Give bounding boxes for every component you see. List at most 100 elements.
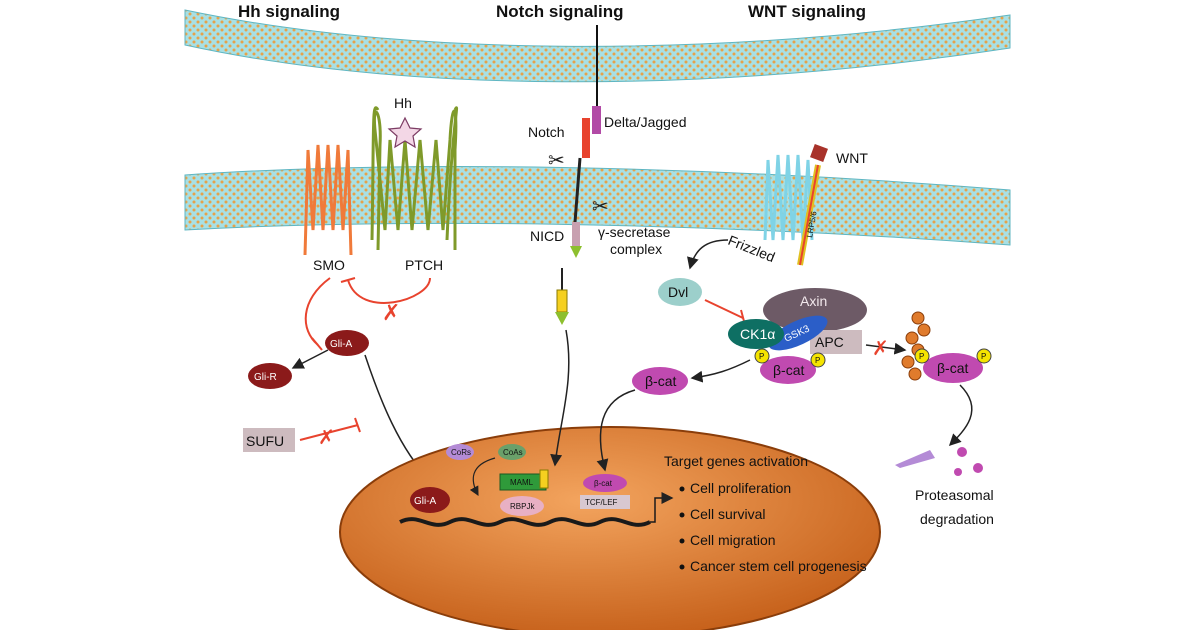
- rbpj-protein: [500, 496, 544, 516]
- proteasomal-label-1: Proteasomal: [915, 487, 994, 503]
- ubiquitin-bead: [901, 355, 915, 369]
- phospho-p2: [810, 352, 826, 368]
- target-bullet: [679, 564, 685, 570]
- nuclear-beta-cat-label: β-cat: [594, 479, 613, 488]
- proteasomal-label-2: degradation: [920, 511, 994, 527]
- sufu-inhibits: [299, 424, 359, 441]
- gamma-secretase-label-2: complex: [610, 241, 662, 257]
- target-item: Cell proliferation: [690, 480, 791, 496]
- notch-receptor-top: [582, 118, 590, 158]
- delta-jagged-label: Delta/Jagged: [604, 114, 687, 130]
- smo-receptor: [303, 144, 353, 256]
- degradation-dot-3: [954, 468, 962, 476]
- complex-beta-cat-label: β-cat: [773, 362, 805, 378]
- target-bullet: [679, 538, 685, 544]
- frizzled-to-dvl-arrow: [687, 239, 729, 270]
- target-item: Cancer stem cell progenesis: [690, 558, 867, 574]
- target-bullet: [679, 486, 685, 492]
- phospho-p1: [754, 348, 770, 364]
- ubiquitin-bead: [908, 367, 922, 381]
- ubiquitin-bead: [911, 311, 925, 325]
- transcription-arrow: [650, 492, 674, 523]
- scissors-icon-2: ✂: [592, 194, 609, 218]
- complex-to-ub-arrow: [865, 342, 907, 355]
- beta-cat-to-nucleus-arrow: [596, 389, 636, 472]
- smo-label: SMO: [313, 257, 345, 273]
- nuclear-beta-cat: [583, 474, 627, 492]
- ubiquitin-bead: [917, 323, 931, 337]
- nicd-fragment: [572, 222, 580, 246]
- tcf-lef-box: [580, 495, 630, 509]
- ck1-label: CK1α: [740, 326, 775, 342]
- ck1-protein: [728, 319, 784, 349]
- nicd-tip-icon: [570, 246, 582, 258]
- hh-label: Hh: [394, 95, 412, 111]
- gli-r-protein: [248, 363, 292, 389]
- phospho-p3-label: P: [919, 352, 924, 361]
- wnt-ligand: [810, 144, 828, 162]
- dvl-protein: [658, 278, 702, 306]
- to-proteasome-arrow: [948, 384, 973, 447]
- cors-protein: [446, 444, 474, 460]
- hh-ligand-star: [387, 116, 423, 149]
- nicd-nuclear: [539, 469, 549, 489]
- targets-title: Target genes activation: [664, 453, 808, 469]
- target-item: Cell migration: [690, 532, 776, 548]
- ptch-label: PTCH: [405, 257, 443, 273]
- free-beta-cat: [632, 367, 688, 395]
- smo-inhibits-glir: [304, 277, 331, 346]
- ub-beta-cat: [923, 353, 983, 383]
- cross-mark-wnt: ✗: [872, 338, 889, 360]
- complex-to-free-beta-cat-arrow: [690, 359, 751, 383]
- dna-strand: [399, 517, 651, 527]
- cross-mark-sufu: ✗: [318, 427, 335, 449]
- nicd-cyto: [556, 289, 568, 313]
- proteasome-fragment: [895, 450, 935, 468]
- gli-r-label: Gli-R: [254, 372, 277, 383]
- nicd-label: NICD: [530, 228, 564, 244]
- axin-label: Axin: [800, 293, 827, 309]
- sufu-label: SUFU: [246, 433, 284, 449]
- dvl-label: Dvl: [668, 284, 688, 300]
- nucleus: [339, 426, 881, 630]
- header-wnt: WNT signaling: [748, 2, 866, 21]
- degradation-dot-1: [957, 447, 967, 457]
- coa-arrow: [469, 457, 496, 497]
- coas-protein: [498, 444, 526, 460]
- free-beta-cat-label: β-cat: [645, 373, 677, 389]
- header-notch: Notch signaling: [496, 2, 624, 21]
- nuclear-gli-a: [410, 487, 450, 513]
- axin-protein: [763, 288, 867, 332]
- gli-a-to-glir-arrow: [291, 349, 329, 369]
- coas-label: CoAs: [503, 448, 523, 457]
- cross-mark-hh: ✗: [382, 300, 400, 325]
- maml-label: MAML: [510, 478, 534, 487]
- outer-membrane: [184, 9, 1011, 83]
- cors-label: CoRs: [451, 448, 471, 457]
- ub-beta-cat-label: β-cat: [937, 360, 969, 376]
- ptch-inhibits-smo: [347, 277, 431, 304]
- target-bullet: [679, 512, 685, 518]
- phospho-p1-label: P: [759, 352, 764, 361]
- scissors-icon-1: ✂: [548, 148, 565, 172]
- complex-beta-cat: [760, 356, 816, 384]
- gli-a-protein: [325, 330, 369, 356]
- delta-jagged-ligand: [592, 106, 601, 134]
- phospho-p3: [914, 348, 930, 364]
- ubiquitin-bead: [905, 331, 919, 345]
- tcf-lef-label: TCF/LEF: [585, 498, 618, 507]
- phospho-p2-label: P: [815, 356, 820, 365]
- frizzled-receptor: [763, 154, 814, 241]
- notch-label: Notch: [528, 124, 565, 140]
- frizzled-label: Frizzled: [726, 232, 777, 265]
- sufu-box: [243, 428, 295, 452]
- target-item: Cell survival: [690, 506, 765, 522]
- wnt-label: WNT: [836, 150, 868, 166]
- dvl-inhibits-complex: [704, 299, 744, 319]
- phospho-p4: [976, 348, 992, 364]
- nicd-cyto-tip: [555, 312, 569, 325]
- degradation-dot-2: [973, 463, 983, 473]
- nicd-to-nucleus-arrow: [550, 329, 570, 467]
